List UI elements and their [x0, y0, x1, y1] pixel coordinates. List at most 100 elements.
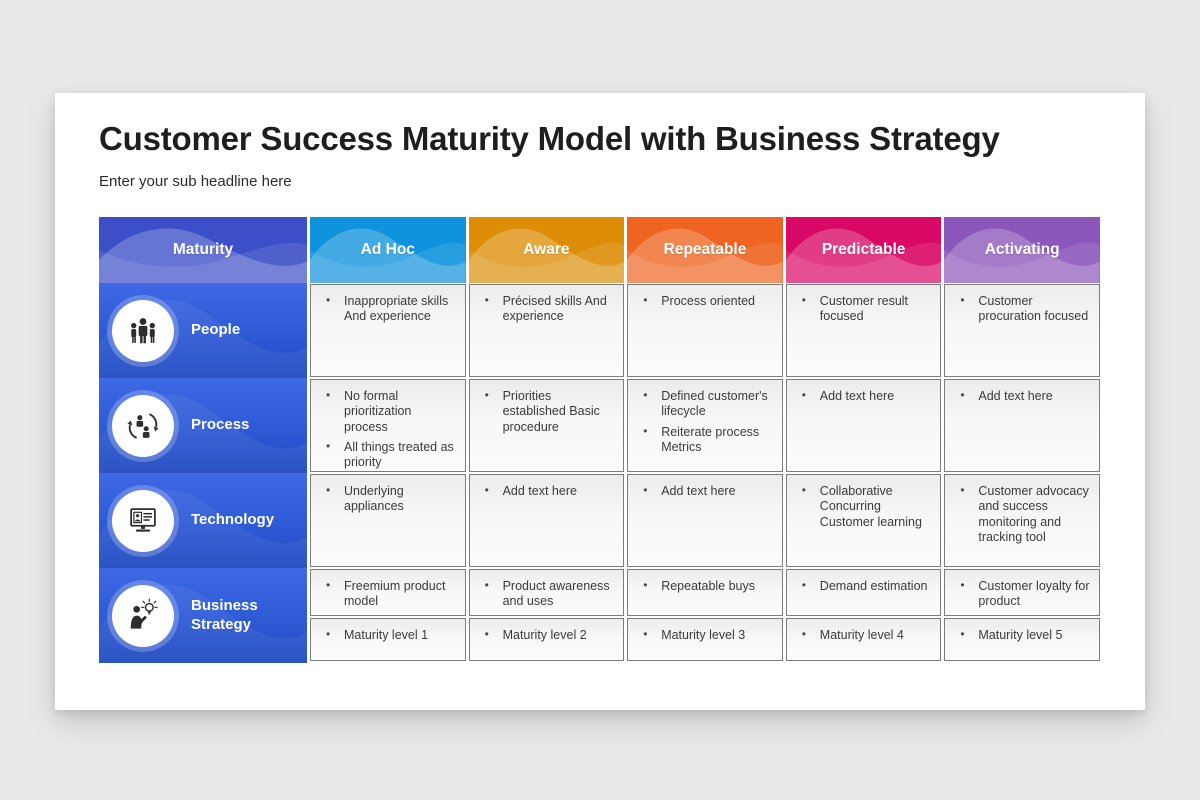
cell-bullet-list: Customer advocacy and success monitoring…	[945, 475, 1099, 554]
cell-bullet-list: Freemium product model	[311, 570, 465, 619]
maturity-table: Maturity	[99, 217, 1100, 663]
table-cell: Maturity level 1	[310, 618, 466, 661]
wave-decoration	[468, 228, 625, 283]
table-cell: Customer advocacy and success monitoring…	[944, 474, 1100, 567]
cell-bullet-list: Add text here	[628, 475, 782, 508]
table-cell: Collaborative Concurring Customer learni…	[785, 474, 942, 567]
cell-bullet-list: Maturity level 4	[787, 619, 941, 652]
table-cell: Customer result focused	[785, 284, 942, 377]
cell-bullet-list: Customer procuration focused	[945, 285, 1099, 334]
cell-bullet-item: Maturity level 2	[476, 627, 616, 643]
table-cell: Freemium product model	[310, 569, 466, 616]
cell-bullet-list: Précised skills And experience	[470, 285, 624, 334]
cell-bullet-list: Collaborative Concurring Customer learni…	[787, 475, 941, 539]
cell-bullet-item: Customer result focused	[793, 293, 933, 325]
column-header-label: Aware	[523, 241, 570, 258]
table-cell: Priorities established Basic procedure	[468, 379, 625, 472]
cell-bullet-list: Defined customer's lifecycleReiterate pr…	[628, 380, 782, 464]
table-cell: Add text here	[627, 474, 783, 567]
cell-bullet-item: Freemium product model	[317, 578, 457, 610]
cell-bullet-item: Add text here	[793, 388, 933, 404]
table-cell: Maturity level 2	[468, 618, 625, 661]
people-icon	[131, 317, 155, 343]
column-header-label: Ad Hoc	[360, 241, 415, 258]
cell-bullet-item: Maturity level 4	[793, 627, 933, 643]
cell-bullet-item: Maturity level 1	[317, 627, 457, 643]
column-header-label: Predictable	[821, 241, 906, 258]
cell-bullet-item: Add text here	[951, 388, 1091, 404]
page-subtitle: Enter your sub headline here	[99, 173, 292, 190]
cell-bullet-item: Inappropriate skills And experience	[317, 293, 457, 325]
cell-bullet-item: Maturity level 3	[634, 627, 774, 643]
cell-bullet-item: All things treated as priority	[317, 439, 457, 471]
cell-bullet-list: Maturity level 2	[470, 619, 624, 652]
column-header-label: Activating	[984, 241, 1060, 258]
column-header-row: Ad Hoc Aware Repeatable	[307, 217, 1100, 283]
table-cell: Maturity level 3	[627, 618, 783, 661]
table-cell-grid: Inappropriate skills And experience Préci…	[307, 284, 1100, 661]
row-header-business-strategy: Business Strategy	[99, 568, 307, 663]
column-header-aware: Aware	[468, 217, 625, 283]
cell-bullet-list: Maturity level 5	[945, 619, 1099, 652]
table-cell: Product awareness and uses	[468, 569, 625, 616]
cell-bullet-item: Demand estimation	[793, 578, 933, 594]
cell-bullet-list: Demand estimation	[787, 570, 941, 603]
column-header-label: Repeatable	[663, 241, 747, 258]
cell-bullet-item: Product awareness and uses	[476, 578, 616, 610]
table-cell: Add text here	[468, 474, 625, 567]
cell-bullet-item: Customer procuration focused	[951, 293, 1091, 325]
table-cell: Process oriented	[627, 284, 783, 377]
cell-bullet-item: Repeatable buys	[634, 578, 774, 594]
row-label: Business Strategy	[191, 596, 258, 633]
table-cell: Repeatable buys	[627, 569, 783, 616]
table-cell: Add text here	[944, 379, 1100, 472]
cell-bullet-list: Inappropriate skills And experience	[311, 285, 465, 334]
cell-bullet-list: Add text here	[945, 380, 1099, 413]
table-cell: Add text here	[785, 379, 942, 472]
table-cell: No formal prioritization processAll thin…	[310, 379, 466, 472]
process-icon	[127, 412, 159, 439]
row-label: People	[191, 321, 241, 339]
table-cell: Customer loyalty for product	[944, 569, 1100, 616]
cell-bullet-item: Customer loyalty for product	[951, 578, 1091, 610]
table-cell: Précised skills And experience	[468, 284, 625, 377]
cell-bullet-item: Customer advocacy and success monitoring…	[951, 483, 1091, 545]
row-header-process: Process	[99, 378, 307, 473]
cell-bullet-item: Process oriented	[634, 293, 774, 309]
cell-bullet-item: Reiterate process Metrics	[634, 424, 774, 456]
cell-bullet-item: Add text here	[634, 483, 774, 499]
table-cell: Customer procuration focused	[944, 284, 1100, 377]
table-cell: Defined customer's lifecycleReiterate pr…	[627, 379, 783, 472]
table-cell: Underlying appliances	[310, 474, 466, 567]
wave-decoration	[99, 228, 307, 283]
icon-circle	[112, 394, 174, 457]
row-label: Technology	[191, 511, 275, 529]
cell-bullet-list: Underlying appliances	[311, 475, 465, 524]
corner-header-label: Maturity	[172, 241, 234, 258]
slide-card: Customer Success Maturity Model with Bus…	[55, 93, 1145, 710]
technology-icon	[130, 507, 156, 532]
cell-bullet-list: Process oriented	[628, 285, 782, 318]
cell-bullet-item: Collaborative Concurring Customer learni…	[793, 483, 933, 530]
cell-bullet-list: Repeatable buys	[628, 570, 782, 603]
cell-bullet-list: Add text here	[470, 475, 624, 508]
maturity-column: Maturity	[99, 217, 307, 663]
table-cell: Inappropriate skills And experience	[310, 284, 466, 377]
cell-bullet-list: Customer loyalty for product	[945, 570, 1099, 619]
table-body-area: Ad Hoc Aware Repeatable	[307, 217, 1100, 663]
cell-bullet-item: No formal prioritization process	[317, 388, 457, 435]
table-cell: Demand estimation	[785, 569, 942, 616]
cell-bullet-list: Add text here	[787, 380, 941, 413]
cell-bullet-list: Maturity level 1	[311, 619, 465, 652]
column-header-activating: Activating	[944, 217, 1100, 283]
row-header-technology: Technology	[99, 473, 307, 568]
wave-decoration	[785, 228, 942, 283]
cell-bullet-item: Précised skills And experience	[476, 293, 616, 325]
icon-circle	[112, 489, 174, 552]
cell-bullet-list: No formal prioritization processAll thin…	[311, 380, 465, 479]
business-strategy-icon	[130, 598, 158, 629]
table-cell: Maturity level 4	[785, 618, 942, 661]
cell-bullet-list: Maturity level 3	[628, 619, 782, 652]
column-header-predictable: Predictable	[785, 217, 942, 283]
cell-bullet-list: Priorities established Basic procedure	[470, 380, 624, 444]
